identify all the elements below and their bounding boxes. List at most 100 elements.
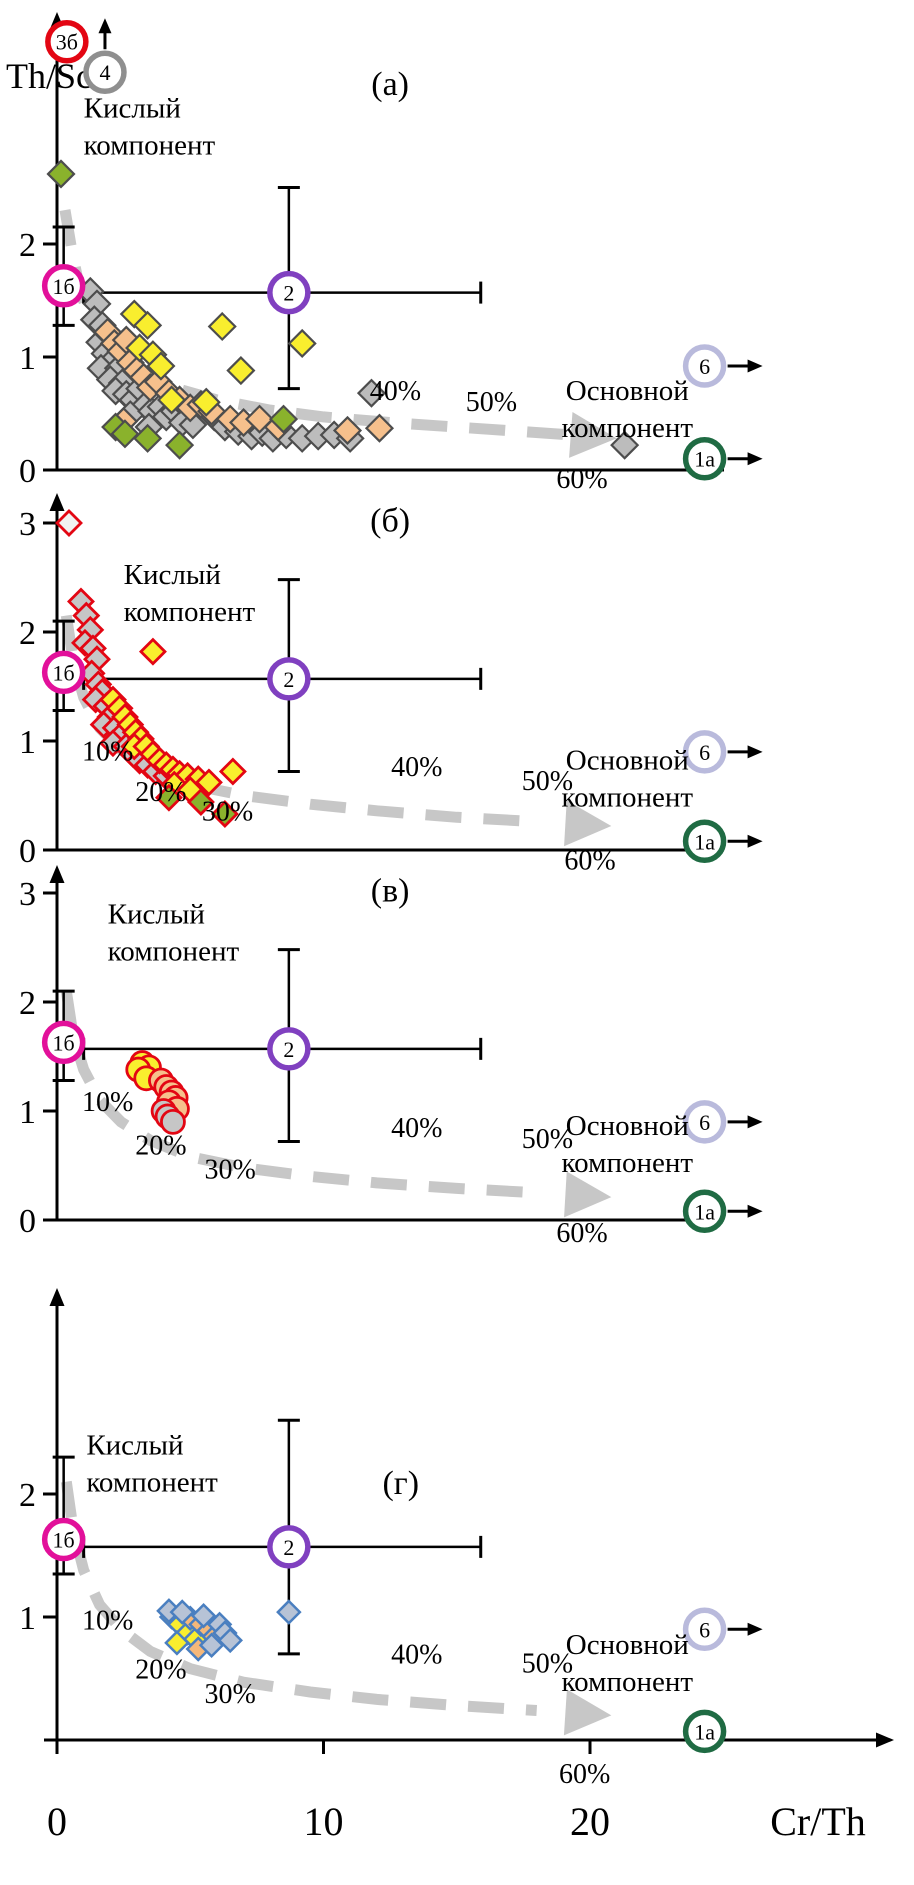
series-gray-circles [150, 1098, 186, 1135]
y-tick-label: 1 [19, 1600, 36, 1637]
source-marker-label: 1б [53, 660, 75, 685]
data-point [332, 415, 363, 446]
y-tick-label: 1 [19, 1094, 36, 1131]
series-yellow-diamonds [98, 637, 247, 805]
percent-label: 40% [391, 1640, 442, 1671]
data-point [207, 311, 237, 342]
basic-component-label: Основной [566, 1629, 689, 1661]
right-arrow-icon [747, 359, 763, 373]
x-tick-label: 0 [47, 1799, 67, 1844]
basic-component-label: компонент [562, 1666, 694, 1698]
source-marker-label: 2 [283, 667, 294, 692]
source-marker-4: 4 [83, 18, 127, 94]
source-marker-label: 1а [694, 1719, 715, 1744]
source-marker-1а: 1а [682, 436, 763, 481]
acid-component-label: Кислый [108, 899, 205, 931]
basic-component-label: Основной [566, 375, 689, 407]
panel-title: (г) [382, 1465, 419, 1502]
source-marker-label: 1а [694, 1199, 715, 1224]
source-marker-ring [83, 50, 127, 94]
x-tick-label: 20 [570, 1799, 610, 1844]
y-tick-label: 0 [19, 833, 36, 870]
source-marker-label: 4 [99, 60, 110, 85]
source-marker-ring [41, 1020, 86, 1065]
source-marker-ring [41, 264, 86, 308]
y-tick-label: 2 [19, 1477, 36, 1514]
basic-component-label: компонент [562, 412, 694, 444]
source-marker-label: 2 [283, 281, 294, 306]
source-marker-ring [45, 19, 89, 64]
source-marker-ring [41, 650, 86, 695]
data-point [226, 356, 256, 386]
source-marker-2: 2 [267, 1525, 311, 1569]
percent-label: 10% [82, 1087, 133, 1118]
mixing-trend-curve [60, 1480, 538, 1716]
source-marker-1б: 1б [41, 650, 86, 695]
source-marker-ring [682, 344, 727, 388]
source-marker-ring [682, 730, 727, 774]
data-point [157, 385, 187, 415]
percent-label: 20% [135, 1655, 186, 1686]
data-point [190, 1603, 217, 1629]
series-green-diamonds [46, 159, 299, 460]
data-point [364, 413, 395, 443]
basic-component-label: Основной [566, 744, 689, 776]
source-marker-label: 6 [699, 740, 710, 765]
acid-component-label: Кислый [86, 1430, 183, 1462]
percent-label: 60% [559, 1759, 610, 1790]
right-arrow-icon [747, 452, 763, 466]
series-bluegray-diamonds [156, 1598, 302, 1659]
data-point [154, 783, 183, 812]
data-point [287, 328, 317, 358]
y-tick-label: 0 [19, 453, 36, 490]
percent-label: 50% [522, 766, 573, 797]
acid-component-label: Кислый [84, 92, 181, 124]
source-marker-ring [682, 1709, 727, 1754]
percent-label: 50% [522, 1124, 573, 1155]
source-marker-2: 2 [267, 1027, 311, 1071]
acid-component-label: Кислый [124, 559, 221, 591]
source-marker-ring [682, 1100, 727, 1144]
source-marker-3б: 3б [45, 19, 89, 64]
source-marker-label: 6 [699, 1617, 710, 1642]
data-point [133, 423, 163, 453]
y-tick-label: 1 [19, 340, 36, 377]
panel-title: (а) [371, 66, 409, 103]
mixing-trend-arrowhead-icon [569, 411, 617, 458]
source-marker-ring [267, 657, 311, 701]
percent-label: 50% [466, 387, 517, 418]
y-axis-arrowhead-icon [49, 493, 65, 511]
source-marker-label: 3б [56, 30, 78, 55]
data-point [194, 768, 223, 797]
mixing-trend-arrowhead-icon [564, 800, 612, 847]
source-marker-ring [682, 436, 727, 481]
source-marker-label: 1а [694, 447, 715, 472]
percent-label: 50% [522, 1648, 573, 1679]
y-tick-label: 3 [19, 506, 36, 543]
percent-label: 60% [556, 464, 607, 495]
source-marker-label: 2 [283, 1037, 294, 1062]
source-marker-ring [267, 1027, 311, 1071]
acid-component-label: компонент [108, 936, 240, 968]
x-axis-title: Cr/Th [770, 1799, 866, 1844]
data-point [164, 1630, 190, 1656]
source-marker-ring [682, 1189, 727, 1234]
y-axis-arrowhead-icon [49, 865, 65, 883]
percent-label: 20% [135, 777, 186, 808]
percent-label: 60% [556, 1218, 607, 1249]
basic-component-label: компонент [562, 1147, 694, 1179]
source-marker-label: 1б [53, 1030, 75, 1055]
percent-label: 40% [370, 376, 421, 407]
series-green-diamonds [154, 783, 239, 829]
data-point [160, 1109, 186, 1135]
source-marker-2: 2 [267, 270, 311, 315]
panel-title: (б) [370, 503, 410, 540]
percent-label: 10% [82, 737, 133, 768]
data-point [610, 430, 640, 460]
source-marker-ring [682, 819, 727, 864]
data-point [276, 1599, 302, 1625]
